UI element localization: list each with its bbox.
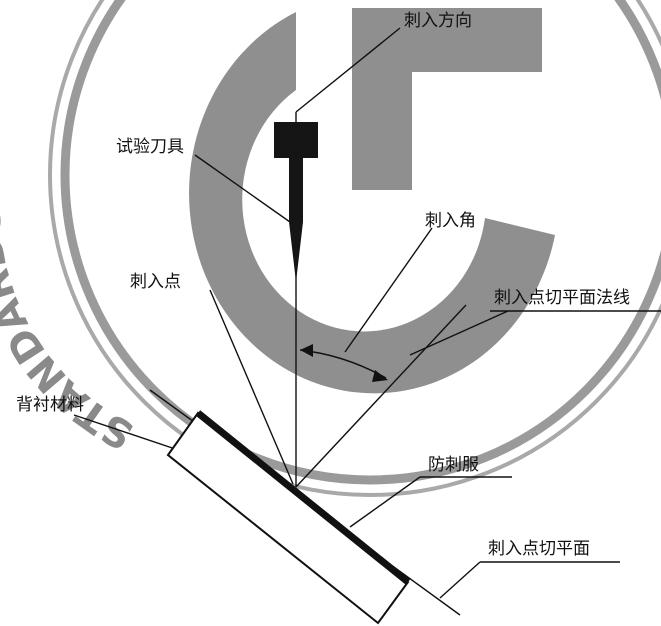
backing-material-block <box>166 410 411 625</box>
leader-penetration-point <box>209 289 294 485</box>
angle-arrow-left <box>300 344 313 357</box>
label-penetration-direction: 刺入方向 <box>404 11 472 31</box>
watermark-logo: STANDARDS <box>0 0 661 497</box>
test-knife <box>274 122 318 282</box>
tangent-normal-line <box>295 304 467 488</box>
stab-vest-layer <box>195 410 411 585</box>
angle-arrow-right <box>372 370 388 382</box>
leader-stab-vest <box>349 476 421 528</box>
label-stab-vest: 防刺服 <box>428 455 479 475</box>
leader-tangent-normal <box>409 310 509 356</box>
labels: 刺入方向 试验刀具 刺入角 刺入点 刺入点切平面法线 背衬材料 防刺服 刺入点切… <box>16 11 630 559</box>
label-tangent-normal: 刺入点切平面法线 <box>494 288 630 308</box>
label-tangent-plane: 刺入点切平面 <box>488 539 590 559</box>
leader-penetration-direction <box>295 27 401 113</box>
leader-tangent-plane <box>439 561 481 599</box>
watermark-outer-ring <box>60 0 661 485</box>
label-penetration-angle: 刺入角 <box>425 211 476 231</box>
watermark-block-shape <box>352 8 542 190</box>
knife-handle <box>274 122 318 158</box>
watermark-c-shape <box>189 12 555 394</box>
knife-blade <box>289 158 303 282</box>
leader-penetration-angle <box>344 227 433 353</box>
watermark-outer-ring-thin <box>48 0 661 497</box>
label-backing-material: 背衬材料 <box>16 395 84 415</box>
backing-material-rect <box>166 411 410 625</box>
label-penetration-point: 刺入点 <box>130 272 181 292</box>
leader-test-tool <box>194 154 291 223</box>
label-test-tool: 试验刀具 <box>116 137 184 157</box>
